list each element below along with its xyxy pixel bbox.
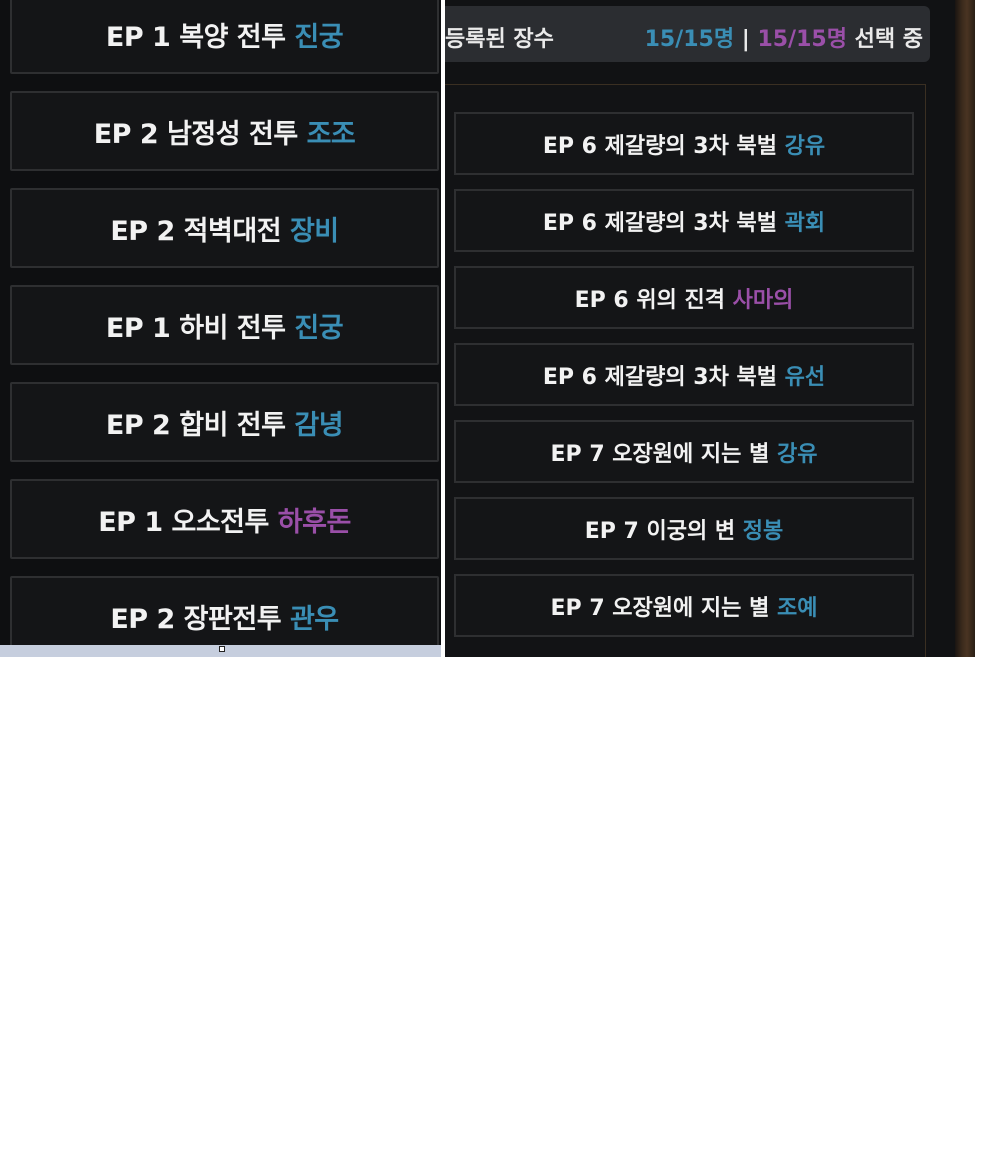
- registered-list: EP 6 제갈량의 3차 북벌 강유 EP 6 제갈량의 3차 북벌 곽회 EP…: [445, 84, 926, 657]
- general-name: 정봉: [742, 518, 784, 544]
- stage-label: EP 1 복양 전투: [105, 21, 286, 53]
- general-name: 관우: [289, 603, 339, 635]
- registered-item[interactable]: EP 6 위의 진격 사마의: [454, 266, 914, 329]
- registered-item[interactable]: EP 6 제갈량의 3차 북벌 강유: [454, 112, 914, 175]
- general-name: 진궁: [294, 312, 344, 344]
- general-name: 감녕: [294, 409, 344, 441]
- registered-item[interactable]: EP 6 제갈량의 3차 북벌 유선: [454, 343, 914, 406]
- registered-title: 등록된 장수: [445, 27, 554, 52]
- left-stage-item[interactable]: EP 1 하비 전투 진궁: [10, 285, 439, 365]
- count-suffix: 선택 중: [846, 27, 923, 52]
- left-stage-item[interactable]: EP 2 합비 전투 감녕: [10, 382, 439, 462]
- registered-item[interactable]: EP 7 오장원에 지는 별 조예: [454, 574, 914, 637]
- general-name: 조예: [776, 595, 818, 621]
- general-name: 조조: [306, 118, 356, 150]
- left-stage-item[interactable]: EP 2 남정성 전투 조조: [10, 91, 439, 171]
- screenshot-area: EP 1 복양 전투 진궁 EP 2 남정성 전투 조조 EP 2 적벽대전 장…: [0, 0, 975, 657]
- stage-label: EP 7 오장원에 지는 별: [550, 441, 770, 467]
- stage-label: EP 2 장판전투: [110, 603, 282, 635]
- frame-edge: [955, 0, 975, 657]
- registered-item[interactable]: EP 7 오장원에 지는 별 강유: [454, 420, 914, 483]
- stage-label: EP 6 위의 진격: [574, 287, 725, 313]
- registered-item[interactable]: EP 7 이궁의 변 정봉: [454, 497, 914, 560]
- stage-label: EP 7 오장원에 지는 별: [550, 595, 770, 621]
- general-name: 유선: [784, 364, 826, 390]
- left-stage-list-panel: EP 1 복양 전투 진궁 EP 2 남정성 전투 조조 EP 2 적벽대전 장…: [0, 0, 441, 657]
- left-stage-item[interactable]: EP 1 오소전투 하후돈: [10, 479, 439, 559]
- count-separator: |: [734, 27, 758, 52]
- general-name: 장비: [289, 215, 339, 247]
- stage-label: EP 6 제갈량의 3차 북벌: [542, 210, 777, 236]
- stage-label: EP 6 제갈량의 3차 북벌: [542, 133, 777, 159]
- general-name: 강유: [776, 441, 818, 467]
- stage-label: EP 2 합비 전투: [105, 409, 286, 441]
- selection-count: 15/15명 | 15/15명 선택 중: [645, 21, 923, 53]
- left-stage-item[interactable]: EP 2 장판전투 관우: [10, 576, 439, 656]
- general-name: 사마의: [732, 287, 794, 313]
- general-name: 강유: [784, 133, 826, 159]
- stage-label: EP 7 이궁의 변: [584, 518, 736, 544]
- general-name: 진궁: [294, 21, 344, 53]
- left-stage-item[interactable]: EP 2 적벽대전 장비: [10, 188, 439, 268]
- count-purple: 15/15명: [757, 27, 847, 52]
- resize-handle[interactable]: [219, 646, 225, 652]
- stage-label: EP 2 적벽대전: [110, 215, 282, 247]
- stage-label: EP 1 하비 전투: [105, 312, 286, 344]
- right-registered-panel: 등록된 장수 15/15명 | 15/15명 선택 중 EP 6 제갈량의 3차…: [445, 0, 975, 657]
- panel-divider: [441, 0, 445, 657]
- general-name: 곽회: [784, 210, 826, 236]
- stage-label: EP 2 남정성 전투: [93, 118, 298, 150]
- registered-item[interactable]: EP 6 제갈량의 3차 북벌 곽회: [454, 189, 914, 252]
- general-name: 하후돈: [277, 506, 352, 538]
- left-stage-item[interactable]: EP 1 복양 전투 진궁: [10, 0, 439, 74]
- stage-label: EP 1 오소전투: [98, 506, 269, 538]
- registered-header: 등록된 장수 15/15명 | 15/15명 선택 중: [445, 6, 930, 62]
- stage-label: EP 6 제갈량의 3차 북벌: [542, 364, 777, 390]
- count-blue: 15/15명: [644, 27, 735, 52]
